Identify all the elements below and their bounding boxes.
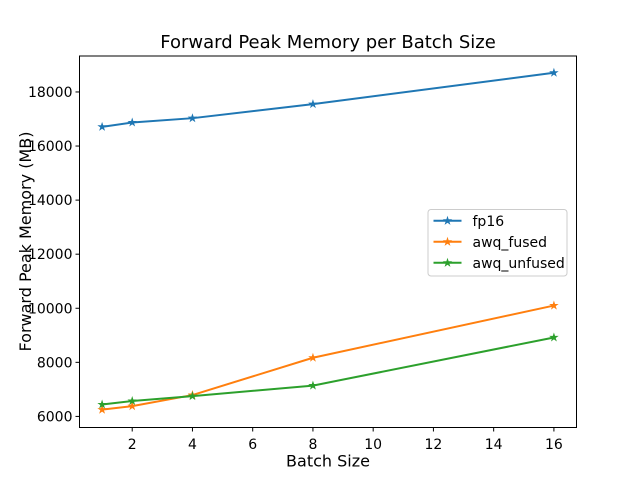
series-line-awq_unfused xyxy=(101,336,555,406)
data-point-marker-fp16 xyxy=(97,121,107,131)
data-point-marker-fp16 xyxy=(127,117,137,127)
y-tick-label: 10000 xyxy=(28,301,73,317)
data-point-marker-fp16 xyxy=(308,99,318,109)
legend-marker-awq_fused xyxy=(442,236,453,246)
series-line-awq_fused xyxy=(101,304,555,411)
legend-marker-fp16 xyxy=(442,215,453,225)
x-tick-label: 12 xyxy=(425,437,443,453)
x-tick-label: 2 xyxy=(128,437,137,453)
y-tick-label: 14000 xyxy=(28,193,73,209)
x-tick-label: 14 xyxy=(485,437,503,453)
axes-frame xyxy=(79,55,577,428)
series-line-fp16 xyxy=(101,71,555,128)
legend-entry-label-fp16: fp16 xyxy=(473,214,505,230)
data-point-marker-awq_fused xyxy=(549,300,559,310)
data-point-marker-awq_unfused xyxy=(549,332,559,342)
data-point-marker-awq_fused xyxy=(308,352,318,362)
data-point-marker-awq_fused xyxy=(127,401,137,411)
legend-entry-label-awq_fused: awq_fused xyxy=(473,235,548,251)
data-point-marker-awq_unfused xyxy=(187,391,198,401)
y-axis-label: Forward Peak Memory (MB) xyxy=(16,132,35,352)
y-tick-label: 16000 xyxy=(28,139,73,155)
legend-entry-label-awq_unfused: awq_unfused xyxy=(473,256,565,272)
data-point-marker-awq_unfused xyxy=(308,380,318,390)
x-tick-label: 10 xyxy=(364,437,382,453)
legend-marker-awq_unfused xyxy=(442,257,453,267)
y-tick-label: 12000 xyxy=(28,247,73,263)
y-tick-label: 18000 xyxy=(28,85,73,101)
data-point-marker-awq_unfused xyxy=(127,396,137,406)
chart-title: Forward Peak Memory per Batch Size xyxy=(160,32,496,53)
data-point-marker-awq_fused xyxy=(97,404,107,414)
x-tick-label: 6 xyxy=(248,437,257,453)
data-point-marker-fp16 xyxy=(187,113,198,123)
x-tick-label: 4 xyxy=(188,437,197,453)
y-tick-label: 6000 xyxy=(37,409,73,425)
x-axis-label: Batch Size xyxy=(286,452,370,471)
legend-box xyxy=(427,209,568,277)
data-point-marker-fp16 xyxy=(549,67,559,77)
y-tick-label: 8000 xyxy=(37,355,73,371)
x-tick-label: 16 xyxy=(545,437,563,453)
x-tick-label: 8 xyxy=(308,437,317,453)
data-point-marker-awq_unfused xyxy=(97,399,107,409)
plot-area: 2 4 6 8 10 12 14 16 6000 8000 10000 12000 14000 16000… xyxy=(28,55,577,453)
